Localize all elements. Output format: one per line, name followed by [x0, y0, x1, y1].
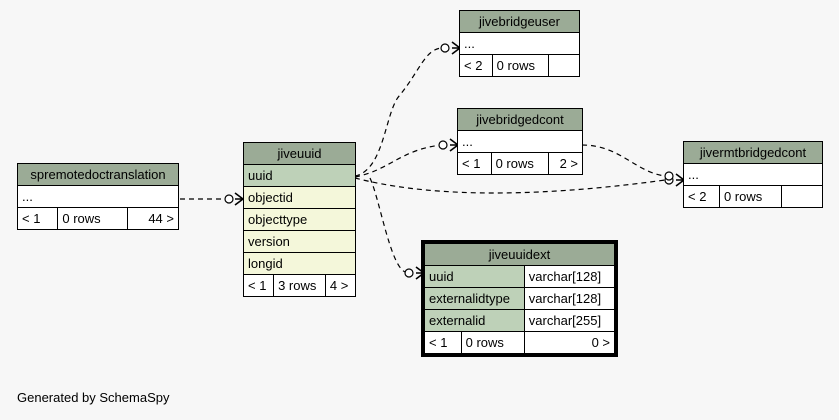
children-count[interactable]: 0 >: [523, 331, 616, 354]
row-count: 0 rows: [718, 185, 783, 208]
rel-jiveuuid-jivermtbridgedcont: [354, 177, 666, 194]
row-count: 0 rows: [460, 331, 525, 354]
column-type: varchar[128]: [523, 265, 616, 288]
row-count: 3 rows: [273, 274, 326, 297]
parents-count[interactable]: < 1: [16, 207, 59, 230]
rel-jiveuuid-jiveuuidext: [369, 177, 406, 273]
column-row[interactable]: objecttype: [243, 208, 356, 231]
table-title[interactable]: jivermtbridgedcont: [683, 141, 823, 164]
rel-end-circle: [664, 171, 674, 181]
table-spremotedoctranslation[interactable]: spremotedoctranslation ... < 1 0 rows 44…: [16, 163, 180, 230]
table-title[interactable]: jiveuuidext: [424, 243, 615, 266]
generated-by-footer: Generated by SchemaSpy: [17, 390, 170, 405]
row-count: 0 rows: [57, 207, 128, 230]
table-title[interactable]: jiveuuid: [243, 142, 356, 165]
column-name[interactable]: externalidtype: [424, 287, 525, 310]
table-jivermtbridgedcont[interactable]: jivermtbridgedcont ... < 2 0 rows: [683, 141, 823, 208]
table-jivebridgeuser[interactable]: jivebridgeuser ... < 2 0 rows: [459, 10, 580, 77]
table-title[interactable]: jivebridgeuser: [459, 10, 580, 33]
rel-jiveuuid-jivebridgeuser: [354, 47, 442, 177]
rel-crow-foot: [415, 266, 426, 280]
parents-count[interactable]: < 2: [459, 54, 493, 77]
column-type: varchar[255]: [523, 309, 616, 332]
parents-count[interactable]: < 2: [683, 185, 720, 208]
children-count[interactable]: [781, 185, 823, 208]
column-row[interactable]: version: [243, 230, 356, 253]
parents-count[interactable]: < 1: [242, 274, 275, 297]
rel-end-circle: [224, 194, 234, 204]
rel-end-circle: [404, 268, 414, 278]
children-count[interactable]: 4 >: [324, 274, 357, 297]
rel-jivebridgedcont-jivermtbridgedcont: [581, 144, 666, 177]
parents-count[interactable]: < 1: [457, 152, 492, 175]
column-row[interactable]: ...: [459, 32, 580, 55]
table-title[interactable]: jivebridgedcont: [457, 108, 583, 131]
table-jivebridgedcont[interactable]: jivebridgedcont ... < 1 0 rows 2 >: [457, 108, 583, 175]
column-row[interactable]: objectid: [243, 186, 356, 209]
table-title[interactable]: spremotedoctranslation: [17, 163, 179, 186]
rel-jiveuuid-jivebridgedcont: [354, 144, 442, 178]
column-row[interactable]: uuid: [243, 164, 356, 187]
rel-end-circle: [440, 43, 450, 53]
column-name[interactable]: uuid: [424, 265, 525, 288]
column-row[interactable]: ...: [17, 185, 179, 208]
table-jiveuuidext[interactable]: jiveuuidext uuid varchar[128] externalid…: [421, 240, 618, 357]
column-row[interactable]: ...: [683, 163, 823, 186]
children-count[interactable]: 2 >: [548, 152, 583, 175]
children-count[interactable]: 44 >: [126, 207, 180, 230]
column-row[interactable]: ...: [457, 130, 583, 153]
children-count[interactable]: [548, 54, 580, 77]
column-name[interactable]: externalid: [424, 309, 525, 332]
parents-count[interactable]: < 1: [424, 331, 462, 354]
row-count: 0 rows: [490, 152, 550, 175]
rel-end-circle: [438, 140, 448, 150]
table-jiveuuid[interactable]: jiveuuid uuid objectid objecttype versio…: [242, 142, 357, 297]
row-count: 0 rows: [491, 54, 550, 77]
column-type: varchar[128]: [523, 287, 616, 310]
column-row[interactable]: longid: [243, 252, 356, 275]
rel-crow-foot: [234, 192, 245, 206]
